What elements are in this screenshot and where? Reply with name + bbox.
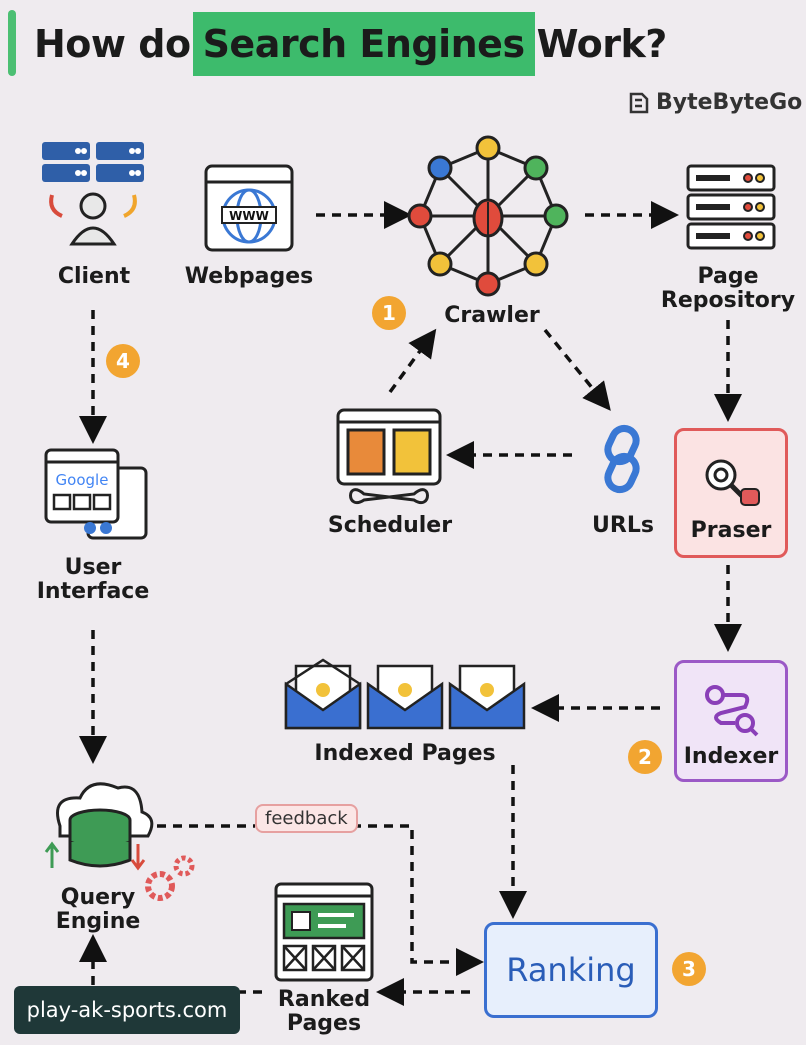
step-4-badge: 4 [106, 344, 140, 378]
webpages-label: Webpages [184, 264, 314, 289]
user-interface-label-line2: Interface [36, 579, 150, 604]
www-text: WWW [229, 209, 269, 223]
page-repository-label: Page Repository [660, 265, 796, 313]
urls-link-icon [604, 424, 640, 494]
bytebytego-logo-icon [629, 92, 649, 113]
page-repository-label-line2: Repository [660, 288, 796, 313]
title-part2: Work? [536, 22, 668, 66]
query-engine-label-line2: Engine [55, 909, 141, 934]
watermark: play-ak-sports.com [14, 986, 240, 1034]
scheduler-label: Scheduler [327, 513, 453, 538]
page-repository-label-line1: Page [697, 264, 759, 289]
brand-logo: ByteByteGo [628, 90, 802, 115]
praser-node: Praser [674, 428, 788, 558]
arrow-scheduler-to-crawler [388, 328, 437, 394]
crawler-icon [407, 135, 569, 297]
query-engine-icon [44, 782, 195, 901]
brand-name: ByteByteGo [656, 90, 803, 115]
arrow-feedback-to-ranking [157, 824, 470, 962]
envelope-icon-1 [284, 658, 362, 730]
praser-label: Praser [690, 518, 772, 543]
indexer-path-icon [705, 685, 759, 737]
query-engine-label-line1: Query [60, 885, 136, 910]
indexed-pages-icon [284, 658, 526, 730]
urls-label: URLs [592, 513, 654, 538]
title-part1: How do [34, 22, 191, 66]
ranked-pages-label-line1: Ranked [277, 987, 371, 1012]
step-2-badge: 2 [628, 740, 662, 774]
envelope-icon-3 [448, 664, 526, 730]
ranking-node: Ranking [484, 922, 658, 1018]
ranked-pages-label: Ranked Pages [266, 988, 382, 1036]
ranked-pages-label-line2: Pages [286, 1011, 362, 1036]
indexed-pages-label: Indexed Pages [314, 741, 496, 766]
title-accent-bar [8, 10, 16, 76]
feedback-label: feedback [255, 804, 358, 833]
ranked-pages-icon [274, 882, 374, 982]
title-highlight: Search Engines [192, 12, 535, 76]
indexer-node: Indexer [674, 660, 788, 782]
client-label: Client [57, 264, 131, 289]
crawler-label: Crawler [444, 303, 540, 328]
indexer-label: Indexer [683, 744, 779, 769]
user-interface-icon: Google [44, 448, 148, 540]
arrow-crawler-to-urls [543, 328, 611, 411]
webpages-icon: WWW [204, 164, 294, 252]
step-3-badge: 3 [672, 952, 706, 986]
scheduler-icon [336, 408, 442, 504]
step-1-badge: 1 [372, 296, 406, 330]
magnifier-hand-icon [705, 459, 760, 506]
google-text: Google [56, 471, 109, 489]
envelope-icon-2 [366, 664, 444, 730]
page-repository-icon [686, 164, 776, 250]
user-interface-label-line1: User [64, 555, 122, 580]
user-interface-label: User Interface [30, 556, 156, 604]
ranking-label: Ranking [506, 951, 636, 989]
query-engine-label: Query Engine [40, 886, 156, 934]
client-icon [42, 142, 144, 246]
